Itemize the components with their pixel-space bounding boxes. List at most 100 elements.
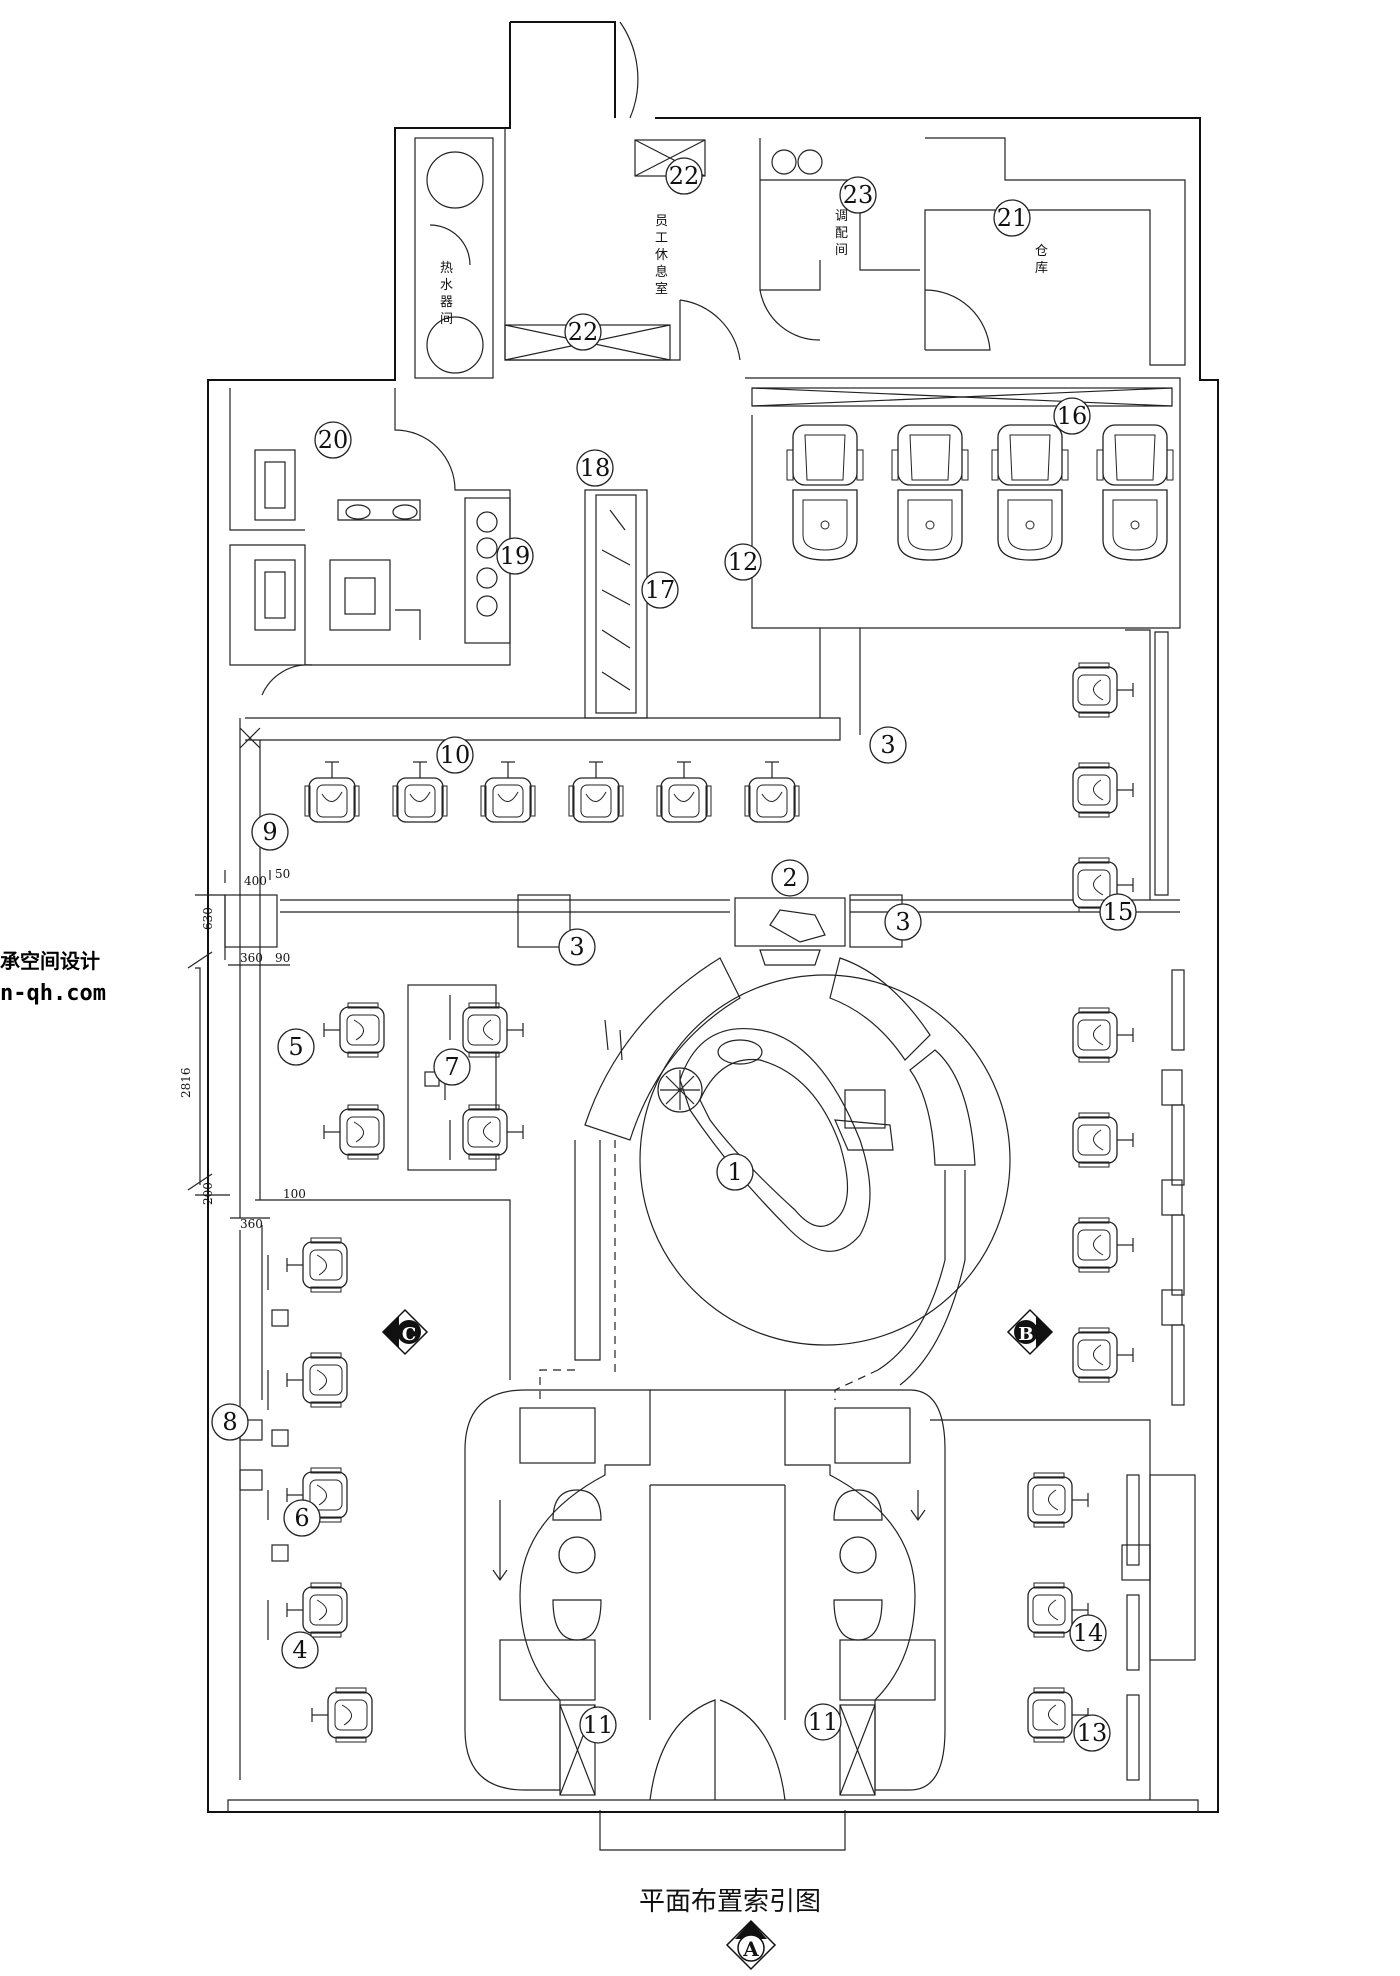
salon-chair xyxy=(1072,857,1134,913)
salon-chair xyxy=(462,1104,524,1160)
shampoo-chair xyxy=(1096,424,1174,561)
index-marker-circle xyxy=(564,313,602,351)
toilet-rooms xyxy=(229,388,511,696)
salon-chair xyxy=(1072,1217,1134,1273)
dim-50: 50 xyxy=(275,867,290,881)
index-marker-circle xyxy=(1073,1714,1111,1752)
display-islands xyxy=(464,1389,946,1851)
index-marker-m1: 1 xyxy=(716,1153,754,1191)
index-marker-label: 11 xyxy=(808,1708,839,1736)
index-marker-label: 16 xyxy=(1057,402,1088,430)
display-cabinet xyxy=(519,1407,596,1464)
index-marker-m23: 23 xyxy=(839,176,877,214)
index-marker-m4: 4 xyxy=(281,1631,319,1669)
salon-chair xyxy=(1072,1327,1134,1383)
index-marker-m13: 13 xyxy=(1073,1714,1111,1752)
display-cabinet xyxy=(834,1407,911,1464)
index-marker-circle xyxy=(579,1706,617,1744)
index-marker-label: 22 xyxy=(669,162,700,190)
dim-2816: 2816 xyxy=(179,1067,193,1098)
salon-chair xyxy=(286,1237,348,1293)
salon-chair xyxy=(1072,1007,1134,1063)
cabinet-11 xyxy=(839,1704,876,1796)
plant-icon xyxy=(657,1067,703,1113)
index-marker-label: 14 xyxy=(1073,1619,1104,1647)
room-name-staff-lounge: 员工休息室 xyxy=(655,214,668,297)
salon-chair xyxy=(462,1002,524,1058)
display-stool xyxy=(558,1536,596,1574)
dimension-lines xyxy=(187,870,290,1219)
round-platform xyxy=(639,974,1011,1346)
water-heater-tank xyxy=(426,316,484,374)
index-marker-circle xyxy=(1053,397,1091,435)
mixing-basin xyxy=(771,149,797,175)
salon-chairs xyxy=(286,662,1134,1743)
index-marker-label: 6 xyxy=(294,1504,309,1532)
index-marker-circle xyxy=(716,1153,754,1191)
elevation-marker-c: C xyxy=(381,1308,429,1356)
room-label-mixing-room: 调配间 xyxy=(835,209,848,258)
salon-chair xyxy=(656,761,712,823)
outer-walls xyxy=(207,21,1219,1813)
toilet-fixture xyxy=(329,559,391,631)
column xyxy=(224,894,278,948)
index-marker-label: 2 xyxy=(782,864,797,892)
room-name-mixing-room: 调配间 xyxy=(835,209,848,258)
index-marker-label: 23 xyxy=(843,181,874,209)
cabinet-11 xyxy=(559,1704,596,1796)
index-marker-label: 13 xyxy=(1077,1719,1108,1747)
round-counter xyxy=(679,1028,871,1252)
room-name-storage: 仓库 xyxy=(1035,244,1048,276)
drawing-title: 平面布置索引图 xyxy=(639,1887,821,1917)
room-name-water-heater: 热水器间 xyxy=(440,261,453,327)
reception-area xyxy=(539,897,1011,1400)
index-marker-m7: 7 xyxy=(433,1048,471,1086)
index-marker-m2: 2 xyxy=(771,859,809,897)
shampoo-chair xyxy=(786,424,864,561)
index-marker-m12: 12 xyxy=(724,543,762,581)
watermark: 承空间设计 n-qh.com xyxy=(0,949,106,1006)
water-heater-tank xyxy=(426,151,484,209)
dim-100: 100 xyxy=(283,1187,306,1201)
index-marker-circle xyxy=(839,176,877,214)
index-marker-label: 22 xyxy=(568,318,599,346)
index-marker-circle xyxy=(884,903,922,941)
index-marker-m9: 9 xyxy=(251,813,289,851)
clothes-rack xyxy=(584,489,648,719)
salon-chair xyxy=(480,761,536,823)
index-marker-label: 9 xyxy=(262,818,277,846)
salon-chair xyxy=(1072,662,1134,718)
index-marker-circle xyxy=(1069,1614,1107,1652)
index-marker-circle xyxy=(281,1631,319,1669)
index-marker-m14: 14 xyxy=(1069,1614,1107,1652)
index-marker-circle xyxy=(433,1048,471,1086)
salon-chair xyxy=(311,1687,373,1743)
door-swing xyxy=(619,21,639,119)
index-marker-m5: 5 xyxy=(277,1028,315,1066)
toilet-fixture xyxy=(254,449,296,521)
index-marker-m11a: 11 xyxy=(579,1706,617,1744)
salon-chair xyxy=(304,761,360,823)
index-marker-m17: 17 xyxy=(641,571,679,609)
index-marker-circle xyxy=(496,537,534,575)
index-marker-m3c: 3 xyxy=(869,726,907,764)
index-marker-label: 3 xyxy=(569,933,584,961)
index-marker-label: 5 xyxy=(288,1033,303,1061)
index-marker-m22a: 22 xyxy=(665,157,703,195)
water-heater-room-outline xyxy=(414,137,494,379)
index-marker-circle xyxy=(576,449,614,487)
salon-chair xyxy=(323,1104,385,1160)
watermark-text-2: n-qh.com xyxy=(0,981,106,1006)
index-marker-m16: 16 xyxy=(1053,397,1091,435)
index-marker-label: 8 xyxy=(222,1408,237,1436)
salon-chair xyxy=(1027,1472,1089,1528)
room-label-storage: 仓库 xyxy=(1035,244,1048,276)
salon-chair xyxy=(1027,1687,1089,1743)
index-marker-circle xyxy=(1099,893,1137,931)
index-marker-circle xyxy=(993,199,1031,237)
room-label-staff-lounge: 员工休息室 xyxy=(655,214,668,297)
index-marker-label: 21 xyxy=(997,204,1028,232)
index-marker-m3b: 3 xyxy=(884,903,922,941)
elevation-marker-b: B xyxy=(1006,1308,1054,1356)
room-label-water-heater: 热水器间 xyxy=(440,261,453,327)
